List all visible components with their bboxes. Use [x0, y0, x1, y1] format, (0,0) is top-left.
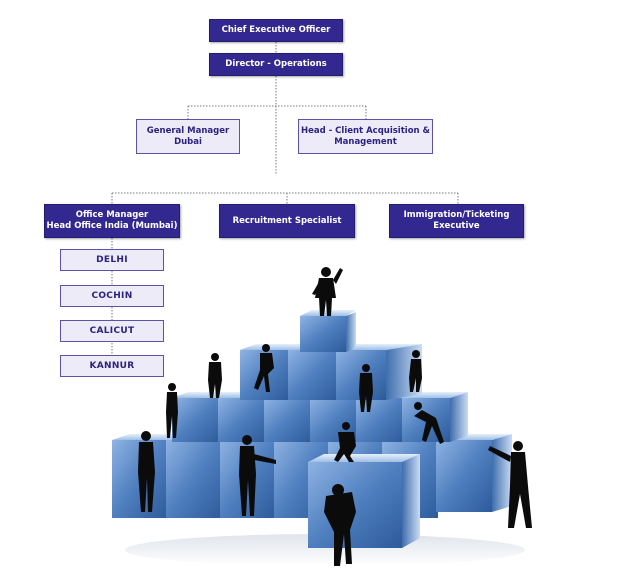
office-manager-label: Office Manager Head Office India (Mumbai…: [46, 210, 178, 231]
branch-delhi: DELHI: [60, 249, 164, 271]
branch-delhi-label: DELHI: [96, 254, 128, 265]
general-manager-label: General Manager Dubai: [146, 125, 230, 147]
ceo-box: Chief Executive Officer: [209, 19, 343, 42]
office-manager-box: Office Manager Head Office India (Mumbai…: [44, 204, 180, 238]
director-label: Director - Operations: [225, 59, 327, 69]
recruitment-specialist-label: Recruitment Specialist: [232, 215, 342, 226]
director-box: Director - Operations: [209, 53, 343, 76]
branch-calicut: CALICUT: [60, 320, 164, 342]
immigration-ticketing-box: Immigration/Ticketing Executive: [389, 204, 524, 238]
head-client-acquisition-box: Head - Client Acquisition & Management: [298, 119, 433, 154]
branch-cochin-label: COCHIN: [91, 290, 133, 301]
general-manager-box: General Manager Dubai: [136, 119, 240, 154]
ceo-label: Chief Executive Officer: [221, 25, 331, 35]
head-client-acquisition-label: Head - Client Acquisition & Management: [301, 125, 430, 147]
branch-kannur-label: KANNUR: [89, 360, 135, 371]
recruitment-specialist-box: Recruitment Specialist: [219, 204, 355, 238]
branch-kannur: KANNUR: [60, 355, 164, 377]
immigration-ticketing-label: Immigration/Ticketing Executive: [403, 210, 510, 231]
people-climbing-cube-pyramid-icon: [112, 267, 532, 566]
branch-cochin: COCHIN: [60, 285, 164, 307]
branch-calicut-label: CALICUT: [89, 325, 135, 336]
